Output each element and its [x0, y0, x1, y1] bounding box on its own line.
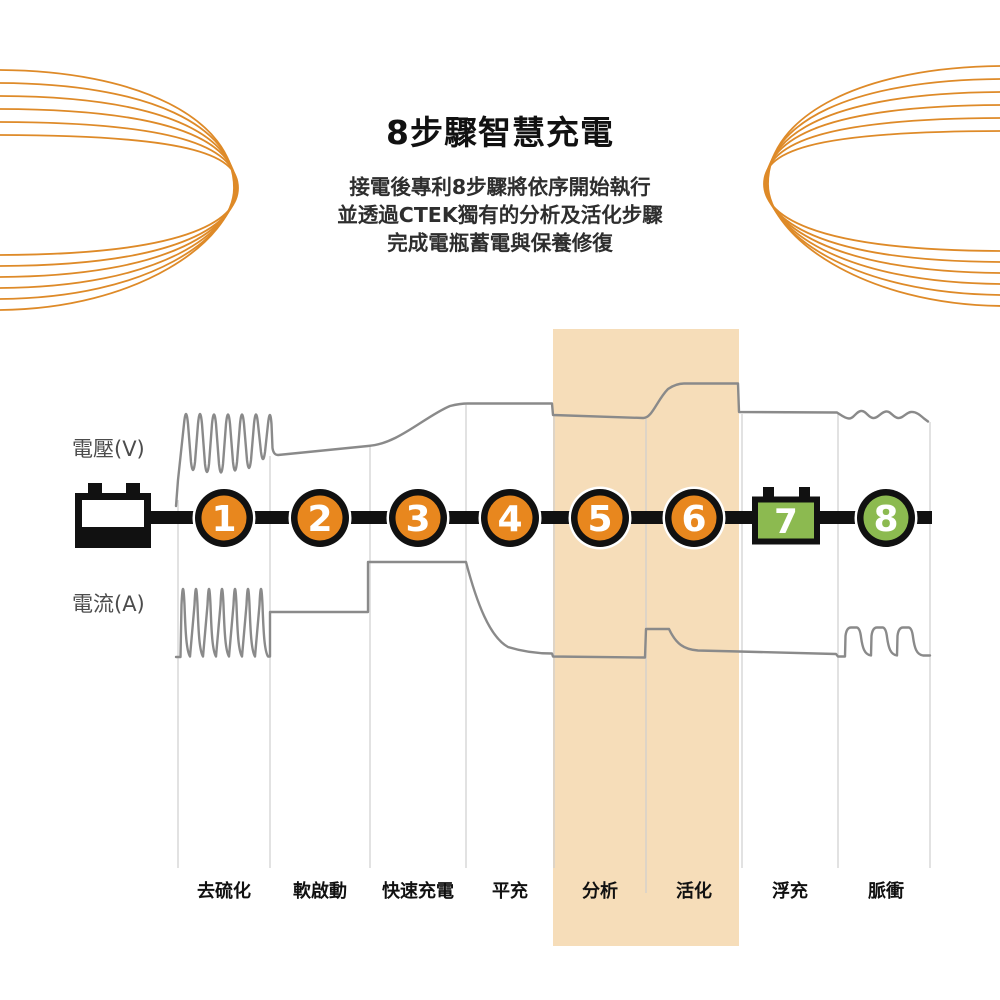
step-number: 5: [587, 499, 612, 540]
current-waveform: [174, 560, 932, 659]
step-label-2: 軟啟動: [293, 881, 347, 902]
marker-fill: [671, 495, 717, 541]
step-6-marker: 6: [662, 486, 726, 550]
marker-fill: [487, 495, 533, 541]
decor-line: [0, 134, 239, 256]
marker-fill: [752, 496, 820, 545]
voltage-axis-label: 電壓(V): [72, 437, 145, 461]
decor-line: [763, 130, 1000, 252]
decorative-orange-curves-left: [0, 69, 239, 311]
step-label-6: 活化: [676, 881, 712, 902]
subtitle-line-3: 完成電瓶蓄電與保養修復: [387, 231, 613, 255]
page-title: 8步驟智慧充電: [386, 113, 614, 152]
battery-icon: [75, 483, 151, 548]
gridlines: [177, 405, 931, 893]
battery-terminal: [799, 487, 810, 498]
step-5-marker: 5: [568, 486, 632, 550]
step-1-marker: 1: [192, 486, 256, 550]
step-number: 1: [211, 499, 236, 540]
step-2-marker: 2: [288, 486, 352, 550]
step-7-marker-green-battery: 7: [752, 487, 820, 545]
current-axis-label: 電流(A): [72, 592, 145, 616]
battery-fill-band: [82, 527, 145, 545]
step-number: 6: [681, 499, 706, 540]
voltage-waveform: [174, 382, 930, 508]
marker-fill: [395, 495, 441, 541]
marker-fill: [297, 495, 343, 541]
step-label-5: 分析: [582, 881, 618, 902]
battery-terminal: [763, 487, 774, 498]
step-8-marker: 8: [854, 486, 918, 550]
step-label-1: 去硫化: [197, 881, 251, 902]
battery-terminal: [88, 483, 102, 496]
step-number: 3: [405, 499, 430, 540]
step-label-7: 浮充: [772, 881, 808, 902]
marker-fill: [577, 495, 623, 541]
step-label-3: 快速充電: [382, 881, 454, 902]
subtitle-line-1: 接電後專利8步驟將依序開始執行: [349, 175, 651, 199]
marker-fill: [863, 495, 909, 541]
marker-fill: [201, 495, 247, 541]
subtitle: 接電後專利8步驟將依序開始執行 並透過CTEK獨有的分析及活化步驟 完成電瓶蓄電…: [0, 173, 1000, 257]
step-number: 8: [873, 499, 898, 540]
step-label-8: 脈衝: [868, 881, 904, 902]
step-label-4: 平充: [492, 881, 528, 902]
step-number: 7: [774, 502, 798, 542]
step-number: 2: [307, 499, 332, 540]
step-3-marker: 3: [386, 486, 450, 550]
battery-terminal: [126, 483, 140, 496]
step-4-marker: 4: [478, 486, 542, 550]
subtitle-line-2: 並透過CTEK獨有的分析及活化步驟: [337, 203, 663, 227]
decorative-orange-curves-right: [763, 65, 1000, 307]
step-number: 4: [497, 499, 522, 540]
